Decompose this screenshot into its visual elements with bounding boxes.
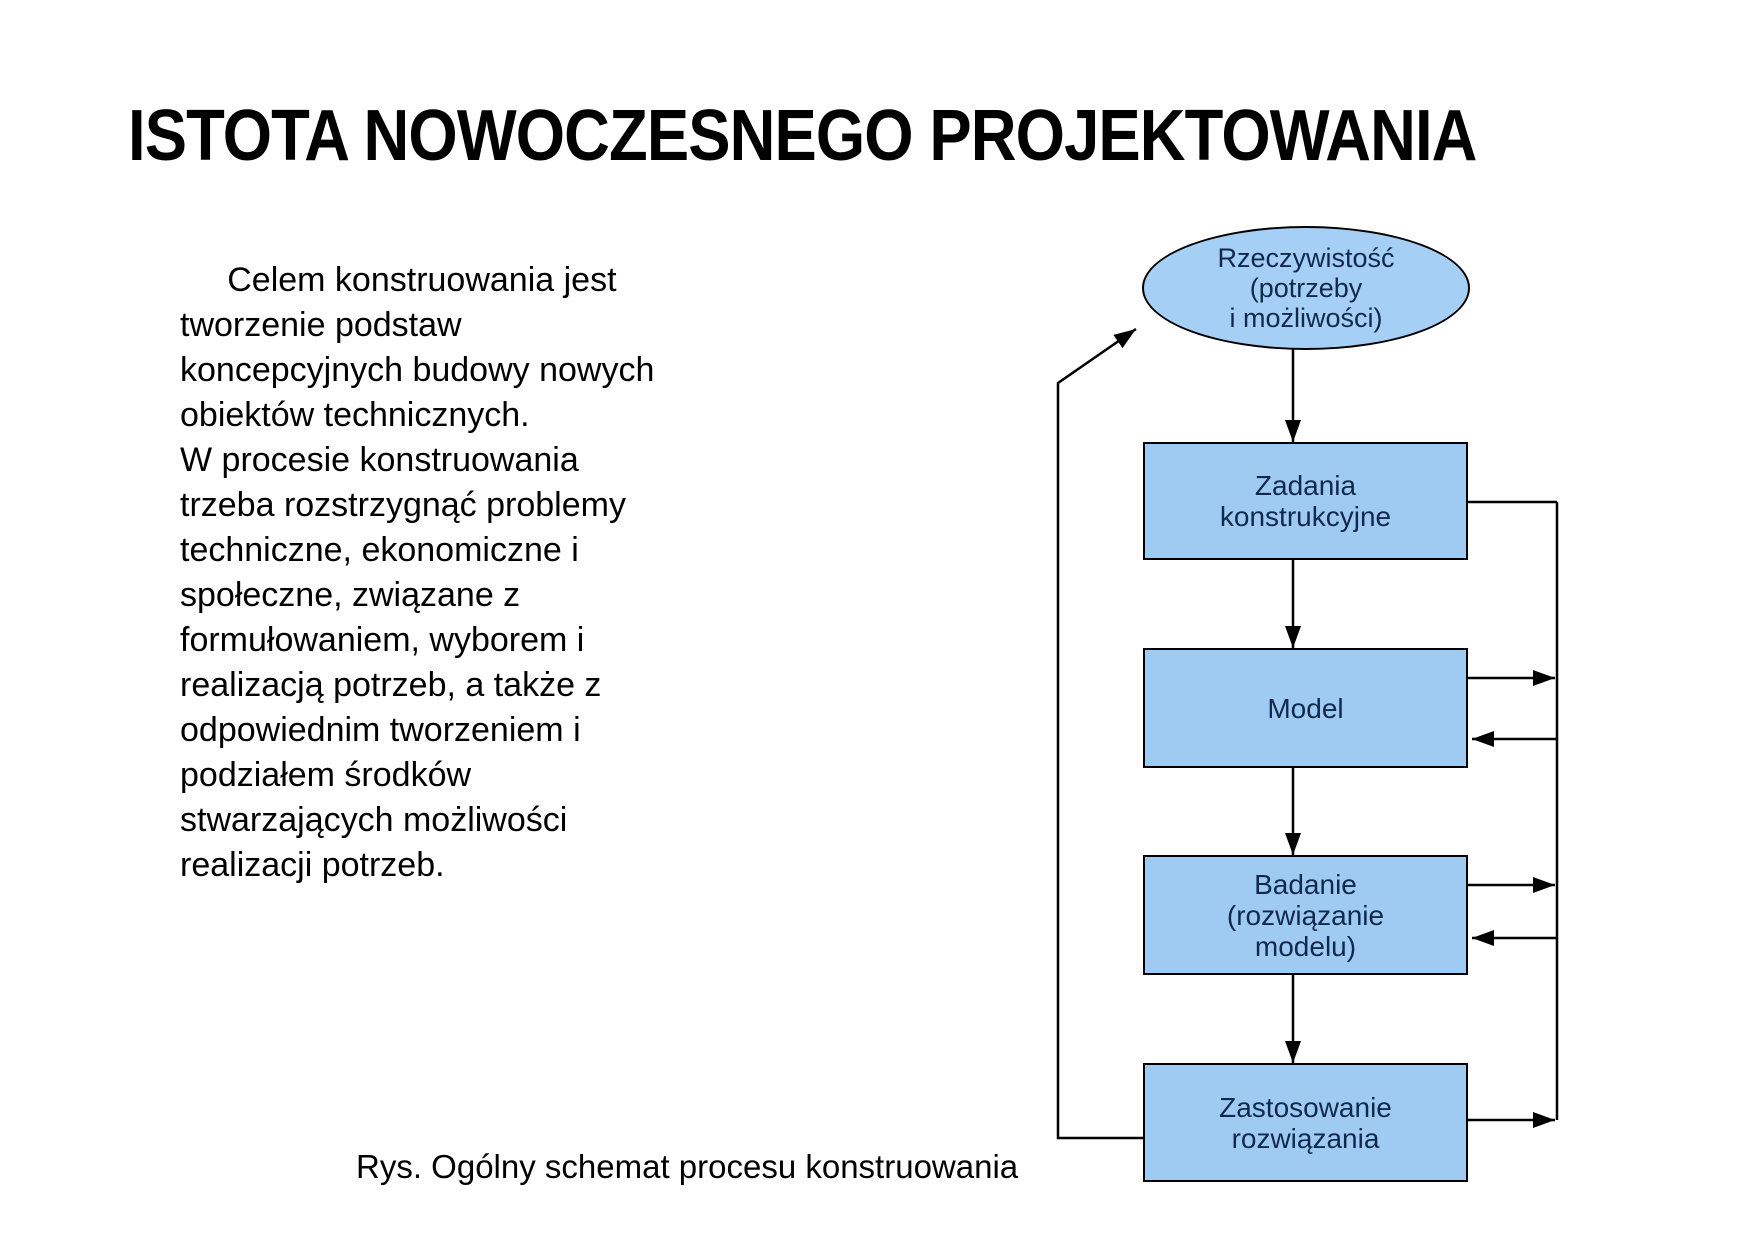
node-model-box: Model (1143, 648, 1468, 768)
arrow-application-to-reality (1056, 327, 1146, 1140)
node-application-box: Zastosowanie rozwiązania (1143, 1063, 1468, 1182)
node-testing-box: Badanie (rozwiązanie modelu) (1143, 855, 1468, 975)
body-paragraph: Celem konstruowania jest tworzenie podst… (180, 261, 655, 884)
node-tasks-box: Zadania konstrukcyjne (1143, 442, 1468, 560)
figure-caption: Rys. Ogólny schemat procesu konstruowani… (356, 1148, 1019, 1185)
node-reality-ellipse: Rzeczywistość (potrzeby i możliwości) (1142, 226, 1470, 350)
slide-title: ISTOTA NOWOCZESNEGO PROJEKTOWANIA (128, 96, 1477, 176)
